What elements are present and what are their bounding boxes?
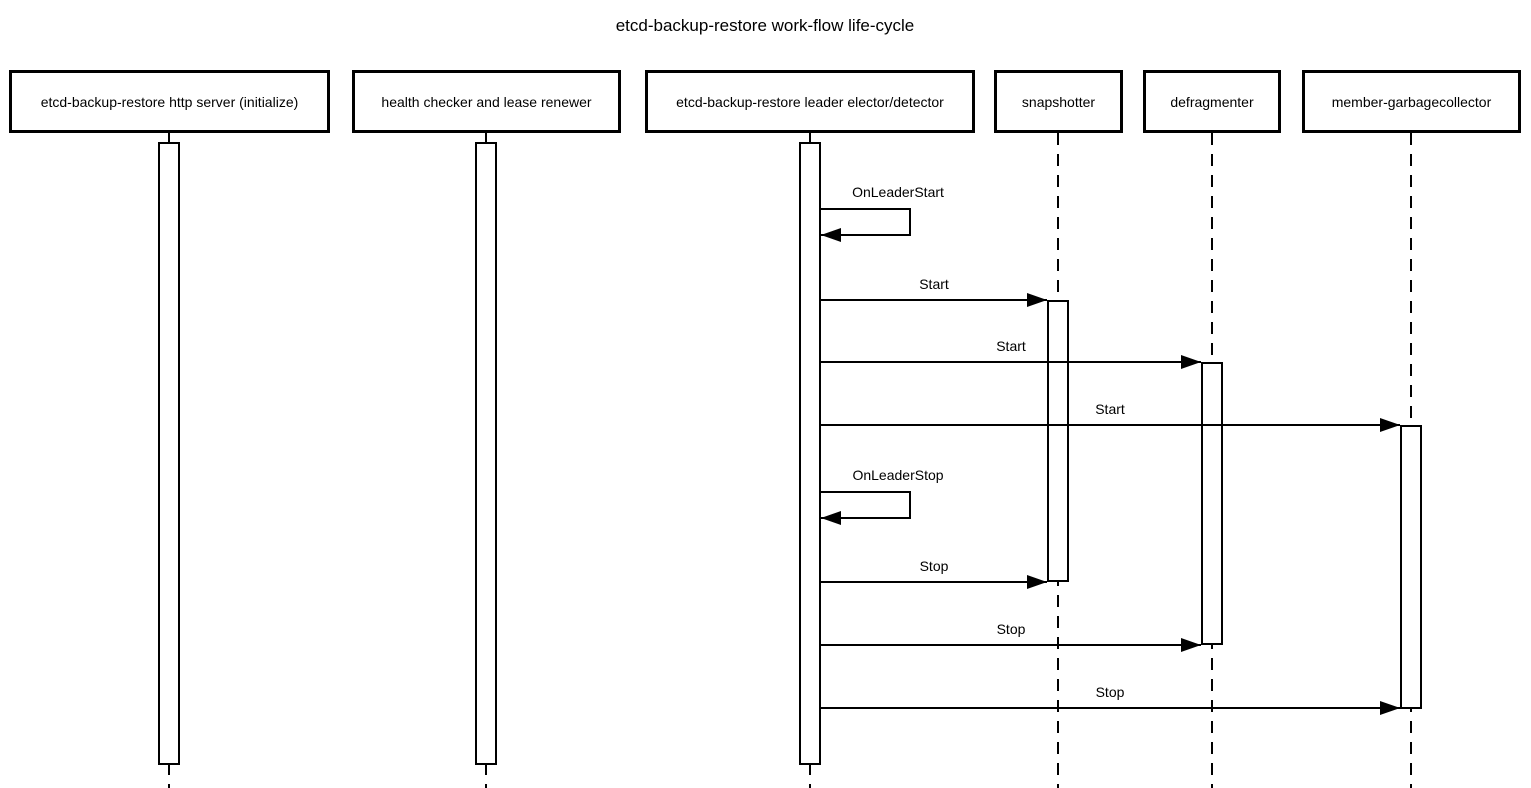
arrowhead-right-icon: [1027, 575, 1047, 589]
participant-box-member-garbagecollector: member-garbagecollector: [1302, 70, 1521, 133]
message-label-start-member-garbagecollector: Start: [1095, 401, 1125, 417]
activation-bar-snapshotter: [1047, 300, 1069, 582]
activation-bar-leader-elector: [799, 142, 821, 765]
arrowhead-right-icon: [1181, 638, 1201, 652]
activation-bar-health-checker: [475, 142, 497, 765]
message-label-stop-snapshotter: Stop: [919, 558, 949, 574]
arrowhead-left-icon: [821, 228, 841, 242]
participant-box-leader-elector: etcd-backup-restore leader elector/detec…: [645, 70, 975, 133]
message-label-stop-defragmenter: Stop: [996, 621, 1026, 637]
arrowhead-left-icon: [821, 511, 841, 525]
participant-label: etcd-backup-restore leader elector/detec…: [676, 93, 944, 110]
message-label-start-defragmenter: Start: [996, 338, 1026, 354]
arrowhead-right-icon: [1181, 355, 1201, 369]
message-arrow-start-snapshotter: [821, 299, 1047, 301]
participant-box-http-server: etcd-backup-restore http server (initial…: [9, 70, 330, 133]
participant-label: etcd-backup-restore http server (initial…: [40, 93, 299, 110]
participant-box-snapshotter: snapshotter: [994, 70, 1123, 133]
arrowhead-right-icon: [1380, 418, 1400, 432]
message-label-onleaderstop: OnLeaderStop: [852, 467, 944, 483]
message-label-stop-member-garbagecollector: Stop: [1095, 684, 1125, 700]
self-message-loop-onleaderstop: [821, 491, 911, 519]
diagram-title: etcd-backup-restore work-flow life-cycle: [615, 16, 915, 35]
participant-box-health-checker: health checker and lease renewer: [352, 70, 621, 133]
arrowhead-right-icon: [1027, 293, 1047, 307]
message-label-onleaderstart: OnLeaderStart: [852, 184, 944, 200]
participant-label: health checker and lease renewer: [381, 93, 592, 110]
participant-box-defragmenter: defragmenter: [1143, 70, 1281, 133]
participant-label: snapshotter: [1021, 93, 1096, 110]
message-arrow-start-defragmenter: [821, 361, 1201, 363]
message-arrow-start-member-garbagecollector: [821, 424, 1400, 426]
arrowhead-right-icon: [1380, 701, 1400, 715]
message-arrow-stop-snapshotter: [821, 581, 1047, 583]
participant-label: member-garbagecollector: [1331, 93, 1492, 110]
participant-label: defragmenter: [1170, 93, 1254, 110]
message-arrow-stop-member-garbagecollector: [821, 707, 1400, 709]
activation-bar-member-garbagecollector: [1400, 425, 1422, 709]
activation-bar-defragmenter: [1201, 362, 1223, 645]
self-message-loop-onleaderstart: [821, 208, 911, 236]
activation-bar-http-server: [158, 142, 180, 765]
message-label-start-snapshotter: Start: [919, 276, 949, 292]
message-arrow-stop-defragmenter: [821, 644, 1201, 646]
